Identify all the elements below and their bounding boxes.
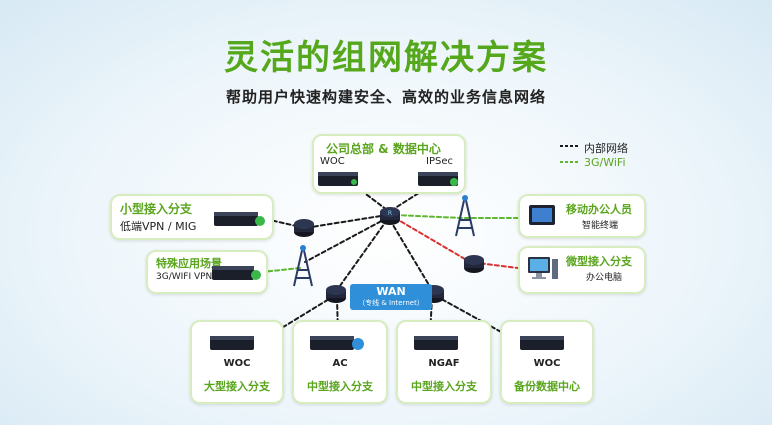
tablet-icon	[529, 205, 555, 225]
ac-device-icon	[310, 336, 364, 350]
wan-router-left-icon	[326, 285, 346, 303]
link-tower-special	[261, 267, 301, 273]
link-core-wan-left	[336, 219, 388, 291]
wan-sub: （专线 & Internet）	[358, 299, 424, 307]
small-branch-desc: 低端VPN / MIG	[120, 220, 197, 233]
bottom-card-3: NGAF 中型接入分支	[396, 320, 492, 404]
legend-lines	[560, 145, 580, 163]
wan-label: WAN	[376, 285, 406, 298]
link-core-wan-right	[389, 219, 433, 291]
bottom-card-4: WOC 备份数据中心	[500, 320, 594, 404]
link-core-tower	[304, 217, 388, 263]
bottom-card-2: AC 中型接入分支	[292, 320, 388, 404]
hq-left-label: WOC	[320, 156, 345, 167]
hq-woc-device-icon	[318, 172, 358, 186]
wifi-tower-left-icon	[293, 245, 313, 287]
woc-device-icon	[210, 336, 254, 350]
small-branch-title: 小型接入分支	[120, 202, 193, 216]
link-core-small	[269, 214, 388, 230]
small-branch-device-icon	[214, 212, 265, 226]
wifi-tower-right-icon	[455, 195, 475, 237]
mobile-title: 移动办公人员	[566, 203, 632, 216]
legend-wireless: 3G/WiFi	[584, 156, 626, 169]
svg-text:R: R	[388, 210, 392, 217]
bottom-device-1: WOC	[223, 358, 251, 369]
bottom-card-1: WOC 大型接入分支	[190, 320, 284, 404]
special-title: 特殊应用场景	[156, 257, 222, 270]
hq-title: 公司总部 & 数据中心	[326, 142, 441, 156]
wan-badge: WAN （专线 & Internet）	[350, 284, 432, 310]
bottom-device-3: NGAF	[428, 358, 460, 369]
woc-backup-device-icon	[520, 336, 564, 350]
core-router-icon: R	[380, 207, 400, 225]
pc-icon	[528, 257, 558, 279]
mobile-card: 移动办公人员 智能终端	[518, 194, 646, 238]
link-core-mobile	[394, 214, 519, 219]
bottom-device-4: WOC	[533, 358, 561, 369]
micro-branch-title: 微型接入分支	[566, 255, 632, 268]
micro-router-icon	[464, 255, 484, 273]
bottom-name-3: 中型接入分支	[411, 380, 477, 393]
branch-router-icon	[294, 219, 314, 237]
hq-right-label: IPSec	[426, 156, 453, 167]
special-desc: 3G/WIFI VPN	[156, 272, 213, 282]
special-device-icon	[212, 266, 261, 280]
link-wan-bottom-4	[435, 295, 513, 339]
bottom-name-1: 大型接入分支	[204, 380, 270, 393]
bottom-name-4: 备份数据中心	[514, 380, 580, 393]
hq-ipsec-device-icon	[418, 172, 458, 186]
page-subtitle: 帮助用户快速构建安全、高效的业务信息网络	[225, 88, 546, 106]
micro-branch-card: 微型接入分支 办公电脑	[518, 246, 646, 294]
small-branch-card: 小型接入分支 低端VPN / MIG	[110, 194, 274, 240]
ngaf-device-icon	[414, 336, 458, 350]
page-title: 灵活的组网解决方案	[224, 38, 548, 78]
bottom-device-2: AC	[332, 358, 348, 369]
bottom-name-2: 中型接入分支	[307, 380, 373, 393]
mobile-desc: 智能终端	[582, 221, 619, 231]
micro-branch-desc: 办公电脑	[586, 273, 623, 283]
legend-internal: 内部网络	[584, 142, 628, 155]
